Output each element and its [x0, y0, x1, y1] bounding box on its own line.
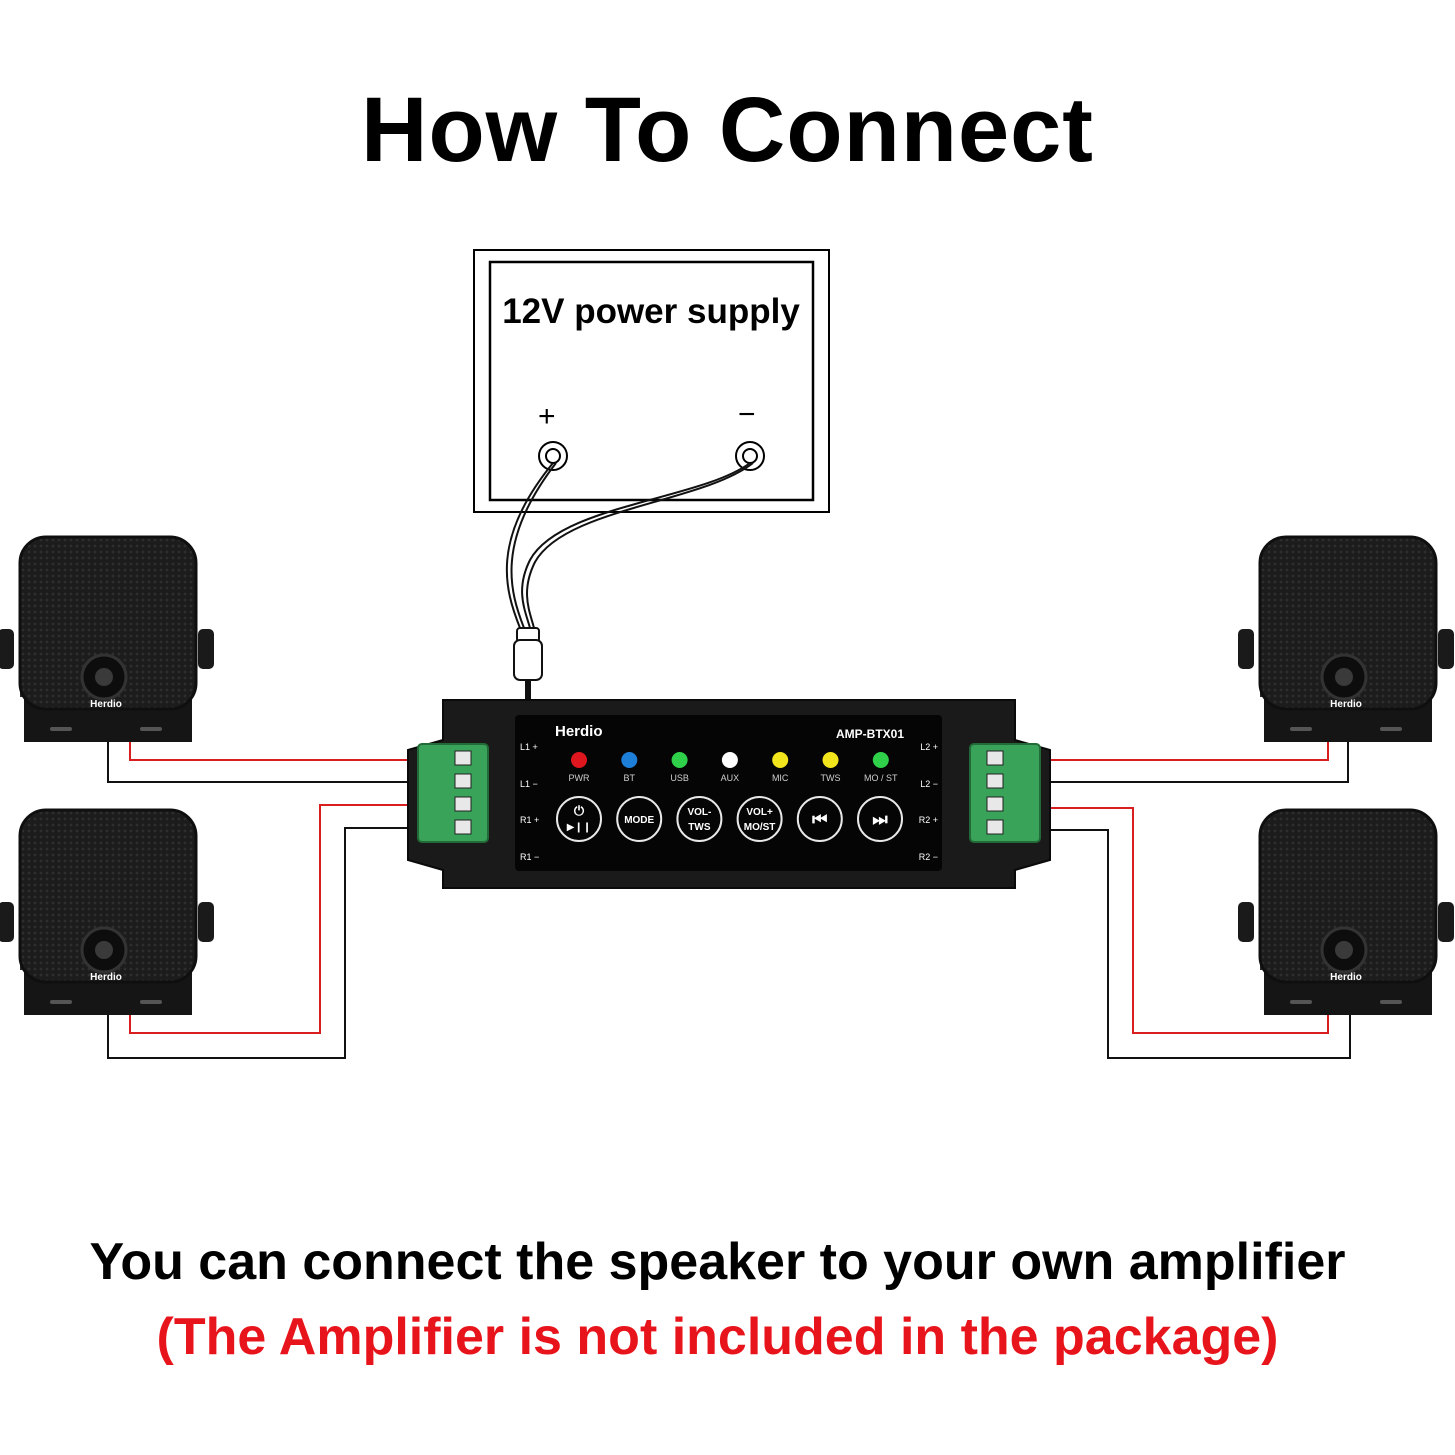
indicator-label: AUX — [721, 773, 740, 783]
caption-primary: You can connect the speaker to your own … — [89, 1233, 1346, 1291]
amplifier-model: AMP-BTX01 — [836, 727, 904, 741]
terminal-label-r2-minus: R2 − — [919, 852, 938, 862]
terminal-label-l2-plus: L2 + — [920, 742, 938, 752]
speaker-front-right: Herdio — [1236, 535, 1455, 744]
indicator-led — [822, 752, 839, 768]
speaker-brand: Herdio — [90, 699, 122, 710]
power-play-pause-button[interactable]: ⏻ ▶❙❙ — [556, 796, 602, 842]
button-label: ⏭ — [872, 810, 888, 829]
indicator-label: MO / ST — [864, 773, 898, 783]
indicator-mic: MIC — [772, 752, 789, 783]
button-sublabel: MO/ST — [744, 822, 776, 833]
positive-symbol: + — [538, 400, 556, 433]
vol-up-most-button[interactable]: VOL+ MO/ST — [736, 796, 783, 842]
button-label: ⏻ — [574, 803, 585, 818]
terminal-label-l2-minus: L2 − — [920, 779, 938, 789]
speaker-front-left: Herdio — [0, 535, 216, 744]
cable-connector — [513, 627, 543, 681]
indicator-led — [671, 752, 688, 768]
indicator-led — [621, 752, 638, 768]
terminal-label-l1-plus: L1 + — [520, 742, 538, 752]
negative-symbol: − — [738, 398, 756, 431]
indicator-led — [721, 752, 738, 768]
indicator-mo-st: MO / ST — [864, 752, 898, 783]
amplifier: Herdio AMP-BTX01 L1 + L1 − R1 + R1 − L2 … — [407, 699, 1051, 889]
indicator-bt: BT — [621, 752, 638, 783]
control-buttons: ⏻ ▶❙❙ MODE VOL- TWS VOL+ MO/ST ⏮ ⏭ — [556, 796, 903, 842]
button-label: ⏮ — [812, 810, 827, 829]
indicator-led — [872, 752, 889, 768]
terminal-label-l1-minus: L1 − — [520, 779, 538, 789]
speaker-brand: Herdio — [1330, 972, 1362, 983]
next-button[interactable]: ⏭ — [857, 796, 903, 842]
indicator-label: MIC — [772, 773, 789, 783]
indicator-pwr: PWR — [569, 752, 590, 783]
caption-note: (The Amplifier is not included in the pa… — [156, 1308, 1279, 1366]
button-ring[interactable] — [556, 796, 602, 842]
page-title: How To Connect — [361, 79, 1094, 181]
terminal-label-r2-plus: R2 + — [919, 815, 938, 825]
indicator-label: PWR — [569, 773, 590, 783]
right-terminal-block — [969, 743, 1041, 843]
left-terminal-block — [417, 743, 489, 843]
speaker-rear-right: Herdio — [1236, 808, 1455, 1017]
speaker-rear-left: Herdio — [0, 808, 216, 1017]
amplifier-brand: Herdio — [555, 723, 603, 740]
button-label: MODE — [624, 815, 654, 826]
button-ring[interactable] — [676, 796, 723, 842]
button-ring[interactable] — [736, 796, 783, 842]
indicator-aux: AUX — [721, 752, 740, 783]
power-supply — [473, 249, 830, 513]
terminal-label-r1-minus: R1 − — [520, 852, 539, 862]
mode-button[interactable]: MODE — [616, 796, 663, 842]
button-ring[interactable] — [857, 796, 903, 842]
speaker-brand: Herdio — [90, 972, 122, 983]
indicator-led — [772, 752, 789, 768]
vol-down-tws-button[interactable]: VOL- TWS — [676, 796, 723, 842]
button-sublabel: TWS — [688, 822, 711, 833]
button-ring[interactable] — [796, 796, 843, 842]
speaker-brand: Herdio — [1330, 699, 1362, 710]
previous-button[interactable]: ⏮ — [796, 796, 843, 842]
indicator-label: TWS — [821, 773, 841, 783]
terminal-label-r1-plus: R1 + — [520, 815, 539, 825]
speaker-wires — [107, 740, 1351, 1059]
power-cable — [505, 462, 754, 700]
indicator-lights: PWR BT USB AUX MIC TWS MO / ST — [569, 752, 898, 783]
button-label: VOL- — [687, 807, 711, 818]
indicator-usb: USB — [670, 752, 689, 783]
power-supply-label: 12V power supply — [502, 292, 800, 331]
positive-terminal — [538, 441, 568, 471]
button-label: VOL+ — [746, 807, 773, 818]
indicator-label: BT — [624, 773, 636, 783]
indicator-tws: TWS — [821, 752, 841, 783]
indicator-label: USB — [670, 773, 689, 783]
button-sublabel: ▶❙❙ — [567, 822, 591, 833]
indicator-led — [571, 752, 587, 768]
button-ring[interactable] — [616, 796, 663, 842]
